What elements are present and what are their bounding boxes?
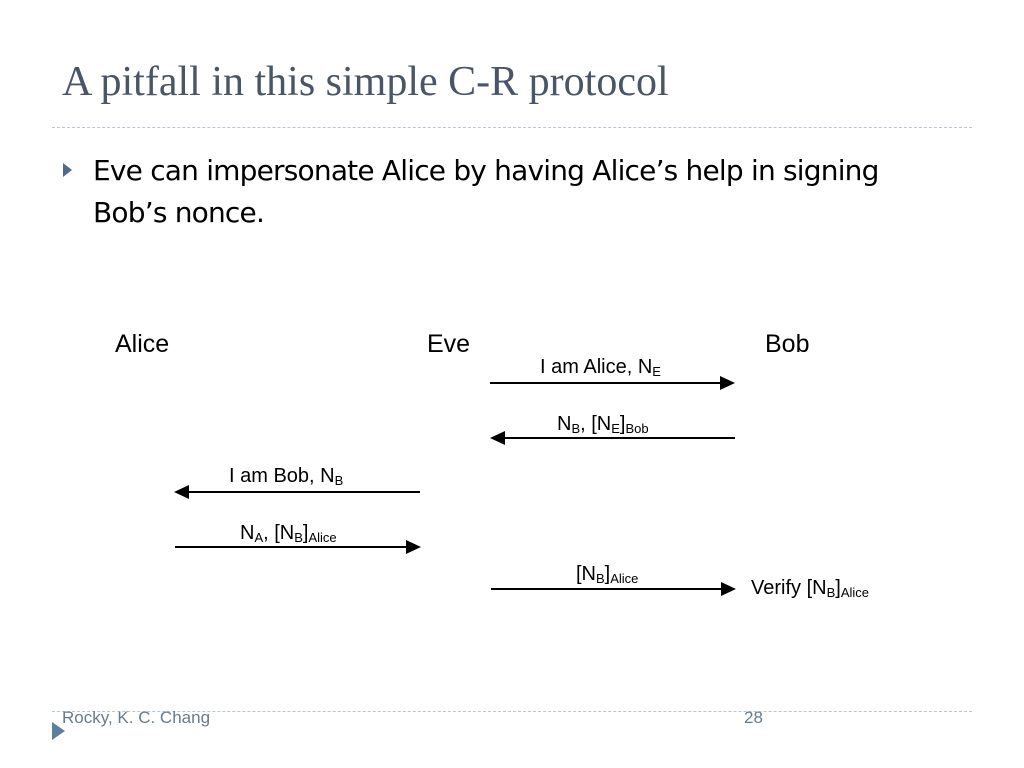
message-arrow-4 — [175, 540, 421, 554]
message-arrow-2 — [490, 431, 735, 445]
actor-bob: Bob — [765, 330, 810, 358]
message-label-1: I am Alice, NE — [540, 356, 661, 379]
message-arrow-5 — [491, 582, 736, 596]
page-number: 28 — [744, 708, 763, 727]
actor-alice: Alice — [115, 330, 170, 358]
slide-title: A pitfall in this simple C-R protocol — [62, 59, 669, 105]
message-label-2: NB, [NE]Bob — [557, 413, 649, 436]
message-arrow-1 — [490, 376, 735, 390]
footer-author: Rocky, K. C. Chang — [62, 708, 211, 727]
message-arrow-3 — [174, 485, 420, 499]
footer-divider — [52, 711, 972, 712]
footer-triangle-icon — [52, 722, 65, 740]
message-label-4: NA, [NB]Alice — [240, 522, 337, 545]
actor-eve: Eve — [427, 330, 471, 358]
message-label-5: [NB]Alice — [576, 563, 639, 586]
message-label-3: I am Bob, NB — [229, 465, 344, 488]
bullet-arrow-icon — [63, 163, 72, 177]
bullet-text: Eve can impersonate Alice by having Alic… — [93, 154, 879, 229]
title-divider — [52, 127, 972, 128]
verify-label: Verify [NB]Alice — [751, 577, 869, 600]
